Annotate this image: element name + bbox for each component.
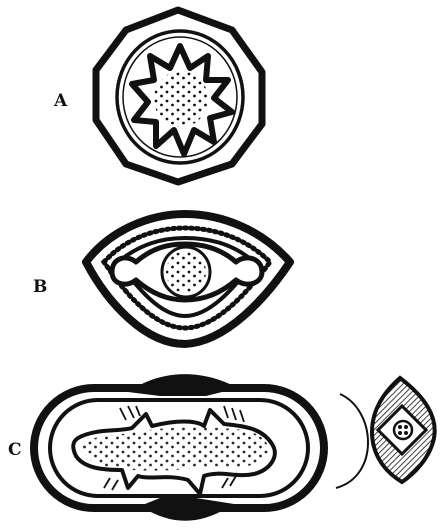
figure-label-a: A	[54, 93, 67, 110]
figure-label-b: B	[33, 279, 47, 296]
section-a-stippled-centre	[154, 71, 208, 127]
section-c	[34, 374, 324, 521]
detail-leader-arc	[336, 394, 368, 488]
section-a	[96, 10, 262, 182]
detail-section	[336, 378, 435, 488]
section-b	[86, 214, 290, 344]
detail-core	[394, 421, 412, 439]
figure-label-c: C	[8, 442, 22, 459]
